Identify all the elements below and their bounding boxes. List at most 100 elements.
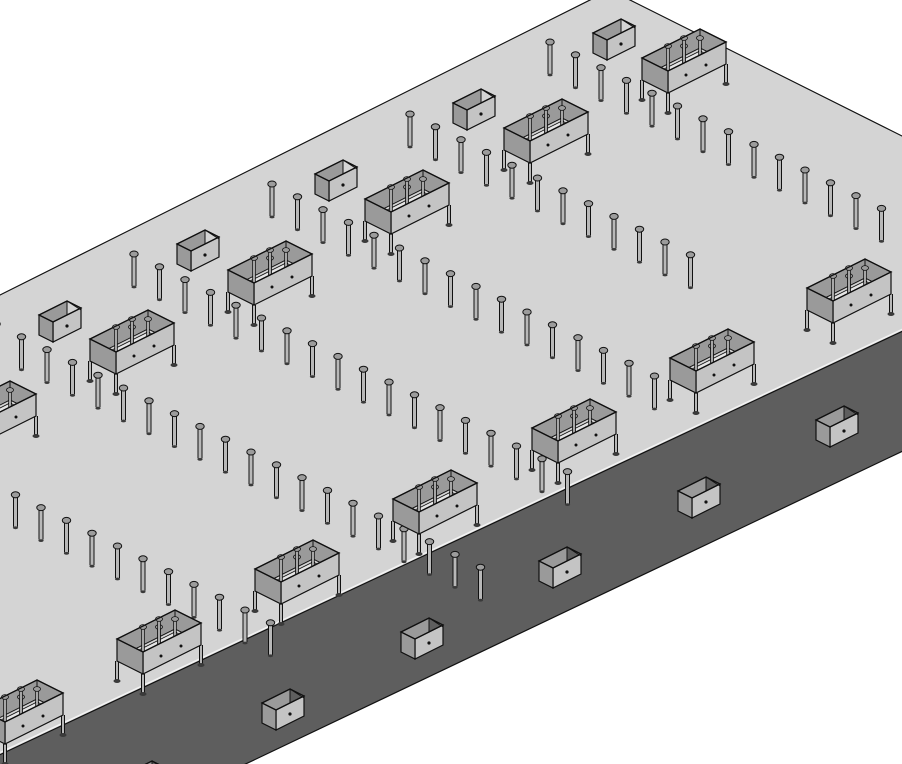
socket-hole [546,143,550,147]
pin [369,231,379,270]
pin [67,358,78,397]
pin [570,51,581,90]
pin-base [802,201,808,205]
pin-head [450,550,460,558]
pin [460,416,471,455]
pin-head [609,212,619,220]
pin-head [189,580,199,588]
pin-base [498,330,505,334]
pin-base [473,318,479,321]
pin-head [698,115,708,123]
pin-head [394,244,405,252]
edge-bracket [676,476,722,519]
pin-base [636,260,643,264]
pin [634,225,645,264]
pin-head [723,128,734,136]
socket-foot [445,223,453,227]
socket-hole [704,63,708,67]
pin-head [511,442,522,450]
bracket-hole [341,183,345,187]
socket-foot [361,239,369,243]
pin-head [424,538,435,546]
socket-hole [435,514,439,518]
socket-contact-head [282,247,290,253]
socket-hole [849,303,853,307]
pin-base [426,573,433,576]
socket-hole [270,285,274,289]
pin [445,270,456,308]
socket-rim [115,609,203,653]
socket-hole [684,73,688,77]
pin-base [360,400,367,404]
bracket-rim [591,18,637,41]
pin [647,89,657,128]
connector-socket [86,309,178,396]
pin-base [539,490,545,494]
pin-base [623,112,630,115]
pin-head [297,474,307,482]
edge-bracket [260,688,306,731]
pin-base [437,439,443,442]
socket-hole [712,373,716,377]
connector-socket [638,28,730,115]
pin-head [558,187,568,195]
pin [318,206,328,245]
pin-head [214,593,225,601]
pin-base [89,564,95,568]
pin [481,148,492,187]
socket-hole [41,714,45,718]
pin-head [405,110,415,118]
socket-foot [473,523,481,527]
socket-foot [584,152,592,156]
pin [723,128,734,167]
pin-base [216,628,223,632]
pin-head [649,372,660,380]
pin-base [233,336,239,340]
pin [129,250,139,289]
pin [624,359,634,398]
pin-base [273,496,280,500]
pin-base [269,215,275,219]
pin-head [660,238,670,246]
socket-foot [803,328,811,332]
bracket-rim [537,546,583,569]
socket-rim [0,380,38,413]
pin [825,179,836,218]
pin-head [471,282,481,290]
pin-head [825,179,836,187]
plate-edge-highlight [0,328,902,754]
pin-head [685,251,696,259]
pin-head [138,555,148,563]
pin-head [562,468,573,476]
pin-head [163,568,174,576]
pin-head [545,38,555,46]
socket-foot [612,452,620,456]
socket-foot [277,622,285,626]
pin-base [294,228,301,232]
pin-head [621,76,632,84]
pin [144,397,154,436]
pin [358,365,369,404]
pin-base [662,273,668,277]
pin [596,64,606,102]
pin [435,404,445,442]
pin-base [452,586,458,589]
socket-contact-head [309,546,317,552]
socket-contact-head [447,476,455,482]
socket-contact-head [6,387,14,393]
pin [271,461,282,500]
edge-bracket [144,760,160,764]
pin-head [851,192,861,200]
pin-base [560,222,566,226]
pin-base [44,381,50,384]
pin-base [324,522,331,525]
bracket-hole [842,429,846,433]
pin-head [333,352,343,360]
pin-base [197,458,203,461]
pin-base [120,419,127,423]
pin-base [38,539,44,542]
pin-base [411,426,418,430]
socket-hole [566,133,570,137]
